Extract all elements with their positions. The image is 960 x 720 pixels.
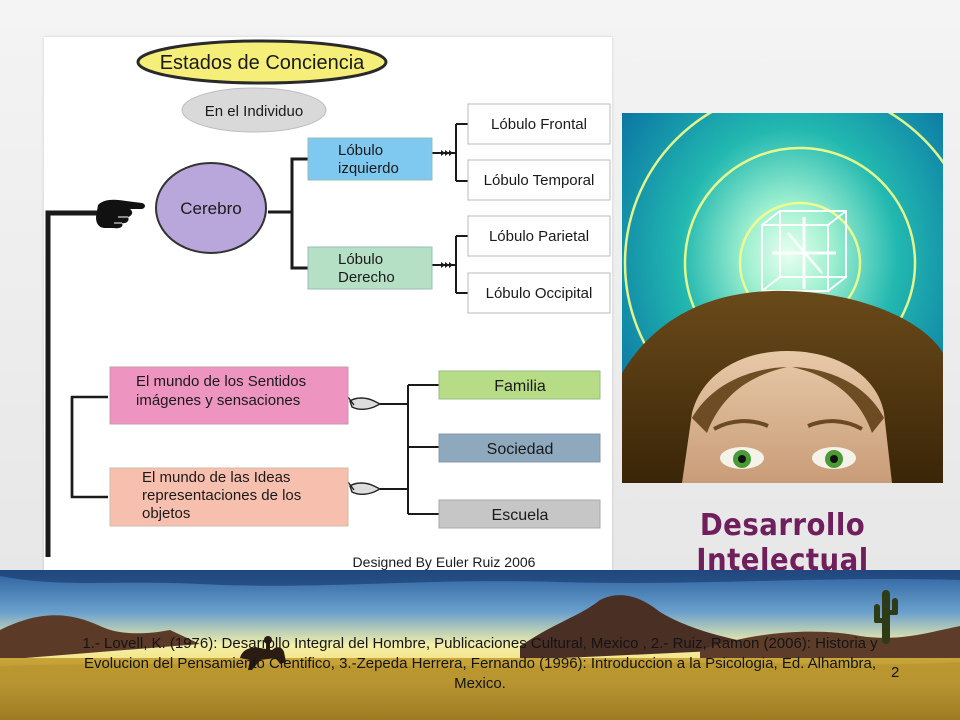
occipital-lobe-box	[467, 272, 611, 314]
page-number: 2	[891, 664, 900, 681]
cactus-icon	[874, 590, 898, 644]
designer-credit: Designed By Euler Ruiz 2006	[353, 554, 536, 570]
cerebro-text: Cerebro	[180, 199, 241, 218]
sociedad-text: Sociedad	[487, 441, 554, 458]
citation-text: 1.- Lovell, K. (1976): Desarrollo Integr…	[82, 635, 878, 692]
parietal-lobe-text: Lóbulo Parietal	[489, 228, 589, 245]
arrow-chevrons	[441, 150, 453, 268]
mind-map-panel: Estados de Conciencia En el Individuo Ce…	[44, 37, 612, 570]
escuela-text: Escuela	[492, 507, 549, 524]
individuo-ellipse	[181, 87, 327, 133]
senses-world-box	[109, 366, 349, 425]
cerebro-circle	[155, 162, 267, 254]
temporal-lobe-box	[467, 159, 611, 201]
senses-line-1: El mundo de los Sentidos	[136, 373, 306, 390]
writing-hand-icon-1	[347, 396, 382, 410]
familia-text: Familia	[494, 378, 546, 395]
ideas-line-1: El mundo de las Ideas	[142, 469, 290, 486]
title-ellipse	[136, 39, 388, 85]
head-photo	[622, 113, 943, 483]
parietal-lobe-box	[467, 215, 611, 257]
right-lobe-box	[307, 246, 433, 290]
temporal-lobe-text: Lóbulo Temporal	[484, 172, 595, 189]
left-lobe-box	[307, 137, 433, 181]
individuo-text: En el Individuo	[205, 103, 303, 120]
ideas-line-2: representaciones de los	[142, 487, 301, 504]
familia-box	[438, 370, 601, 400]
sociedad-box	[438, 433, 601, 463]
left-lobe-line-2: izquierdo	[338, 160, 399, 177]
pointing-hand-icon	[96, 199, 145, 229]
frontal-lobe-text: Lóbulo Frontal	[491, 116, 587, 133]
mind-map-diagram: Estados de Conciencia En el Individuo Ce…	[45, 39, 611, 570]
frontal-lobe-box	[467, 103, 611, 145]
slide-subtitle: Desarrollo Intelectual	[696, 508, 869, 578]
occipital-lobe-text: Lóbulo Occipital	[486, 285, 593, 302]
rider-silhouette-icon	[240, 636, 286, 670]
escuela-box	[438, 499, 601, 529]
desert-footer	[0, 570, 960, 720]
right-lobe-line-2: Derecho	[338, 269, 395, 286]
right-lobe-line-1: Lóbulo	[338, 251, 383, 268]
title-text: Estados de Conciencia	[160, 52, 365, 74]
ideas-line-3: objetos	[142, 505, 190, 522]
senses-line-2: imágenes y sensaciones	[136, 392, 300, 409]
left-lobe-line-1: Lóbulo	[338, 142, 383, 159]
writing-hand-icon-2	[347, 481, 382, 495]
ideas-world-box	[109, 467, 349, 527]
